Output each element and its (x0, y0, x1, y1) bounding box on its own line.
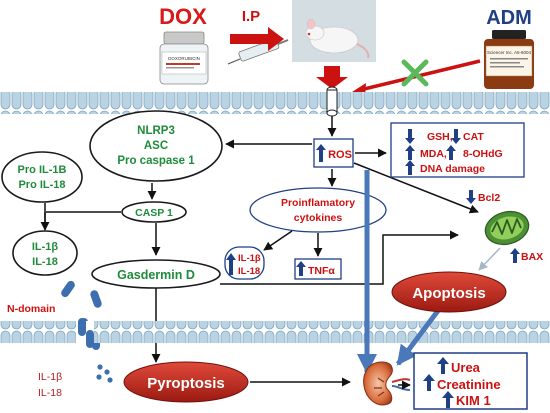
il-box-il1b: IL-1β (238, 253, 261, 264)
pyroptosis-oval (123, 361, 249, 403)
dox-label: DOX (159, 4, 207, 29)
bax-label: BAX (521, 251, 543, 263)
n-domain-label: N-domain (7, 303, 55, 315)
oxidative-cat: CAT (463, 131, 484, 143)
mouse-image (292, 0, 376, 62)
bottle-label: Sciencer Inc. A5-6004 (487, 50, 532, 55)
urea-up-arrow-icon (437, 357, 449, 374)
bax-up-arrow-icon (510, 248, 520, 263)
oxidative-dna: DNA damage (420, 163, 485, 175)
pore-subunit-left (78, 318, 86, 336)
ros-label: ROS (328, 149, 352, 161)
cat-down-arrow-icon (451, 129, 461, 144)
adm-label: ADM (486, 7, 532, 29)
apoptosis-oval (391, 271, 507, 313)
creatinine-up-arrow-icon (423, 374, 435, 391)
il-box (224, 246, 265, 280)
inflammasome-procaspase: Pro caspase 1 (117, 155, 195, 167)
pyroptosis-label: Pyroptosis (147, 375, 225, 392)
vial-label: DOXORUBICIN (168, 56, 200, 61)
doxorubicin-vial-icon: DOXORUBICIN (159, 31, 209, 85)
ros-to-mitochondria-arrow (353, 162, 479, 214)
casp1-ellipse (121, 201, 187, 223)
released-il18: IL-18 (38, 387, 62, 399)
bcl2-label: Bcl2 (478, 192, 500, 204)
ohdg-up-arrow-icon (446, 145, 456, 160)
proinflammatory-line1: Proinflamatory (281, 197, 355, 209)
inflammasome-ellipse (89, 110, 223, 182)
il-box-il18: IL-18 (238, 266, 260, 277)
pro-il18: Pro IL-18 (18, 179, 65, 191)
cytokines-to-il-arrow (263, 230, 293, 251)
apoptosis-to-kidney-arrow (396, 306, 442, 366)
mitochondria-icon (484, 210, 530, 246)
kidney-icon (363, 361, 411, 406)
mature-il-ellipse (12, 230, 78, 276)
proinflammatory-line2: cytokines (294, 212, 343, 224)
membrane-channel (326, 86, 338, 117)
gsh-down-arrow-icon (405, 129, 415, 144)
mda-up-arrow-icon (405, 145, 415, 160)
tnf-label: TNFα (308, 265, 335, 277)
adm-bottle-icon: Sciencer Inc. A5-6004 (484, 30, 534, 89)
oxidative-gsh: GSH, (427, 131, 453, 143)
inflammasome-asc: ASC (144, 140, 168, 152)
mature-il1b: IL-1β (32, 241, 59, 253)
gasdermin-label: Gasdermin D (117, 268, 195, 282)
il-up-arrow-icon (226, 253, 236, 275)
marker-kim1: KIM 1 (456, 393, 491, 408)
pro-cytokines-ellipse (1, 151, 83, 203)
oxidative-mda: MDA, (420, 148, 447, 160)
marker-creatinine: Creatinine (437, 377, 501, 392)
ros-up-arrow-icon (316, 144, 326, 162)
dna-up-arrow-icon (405, 160, 415, 175)
pore-subunit-right (86, 330, 94, 348)
bottom-cell-membrane (0, 321, 550, 343)
mouse-down-arrow (316, 66, 348, 89)
apoptosis-label: Apoptosis (412, 285, 485, 302)
mitochondria-to-apoptosis-arrow (478, 247, 501, 271)
bcl2-down-arrow-icon (466, 190, 476, 204)
gasdermin-to-apoptosis-line (220, 230, 459, 285)
released-il1b: IL-1β (38, 371, 62, 383)
ip-arrow (230, 27, 284, 51)
casp1-label: CASP 1 (135, 207, 173, 219)
inflammasome-nlrp3: NLRP3 (137, 125, 175, 137)
kim1-up-arrow-icon (442, 391, 454, 408)
pro-il1b: Pro IL-1B (18, 164, 67, 176)
oxidative-8ohdg: 8-OHdG (463, 148, 503, 160)
proinflammatory-ellipse (249, 187, 387, 233)
cross-icon (401, 59, 429, 87)
tnf-up-arrow-icon (296, 261, 306, 276)
top-cell-membrane (0, 92, 550, 114)
mature-il18: IL-18 (32, 256, 58, 268)
marker-urea: Urea (451, 360, 481, 375)
tnf-box (294, 258, 342, 280)
ip-label: I.P (242, 8, 260, 25)
